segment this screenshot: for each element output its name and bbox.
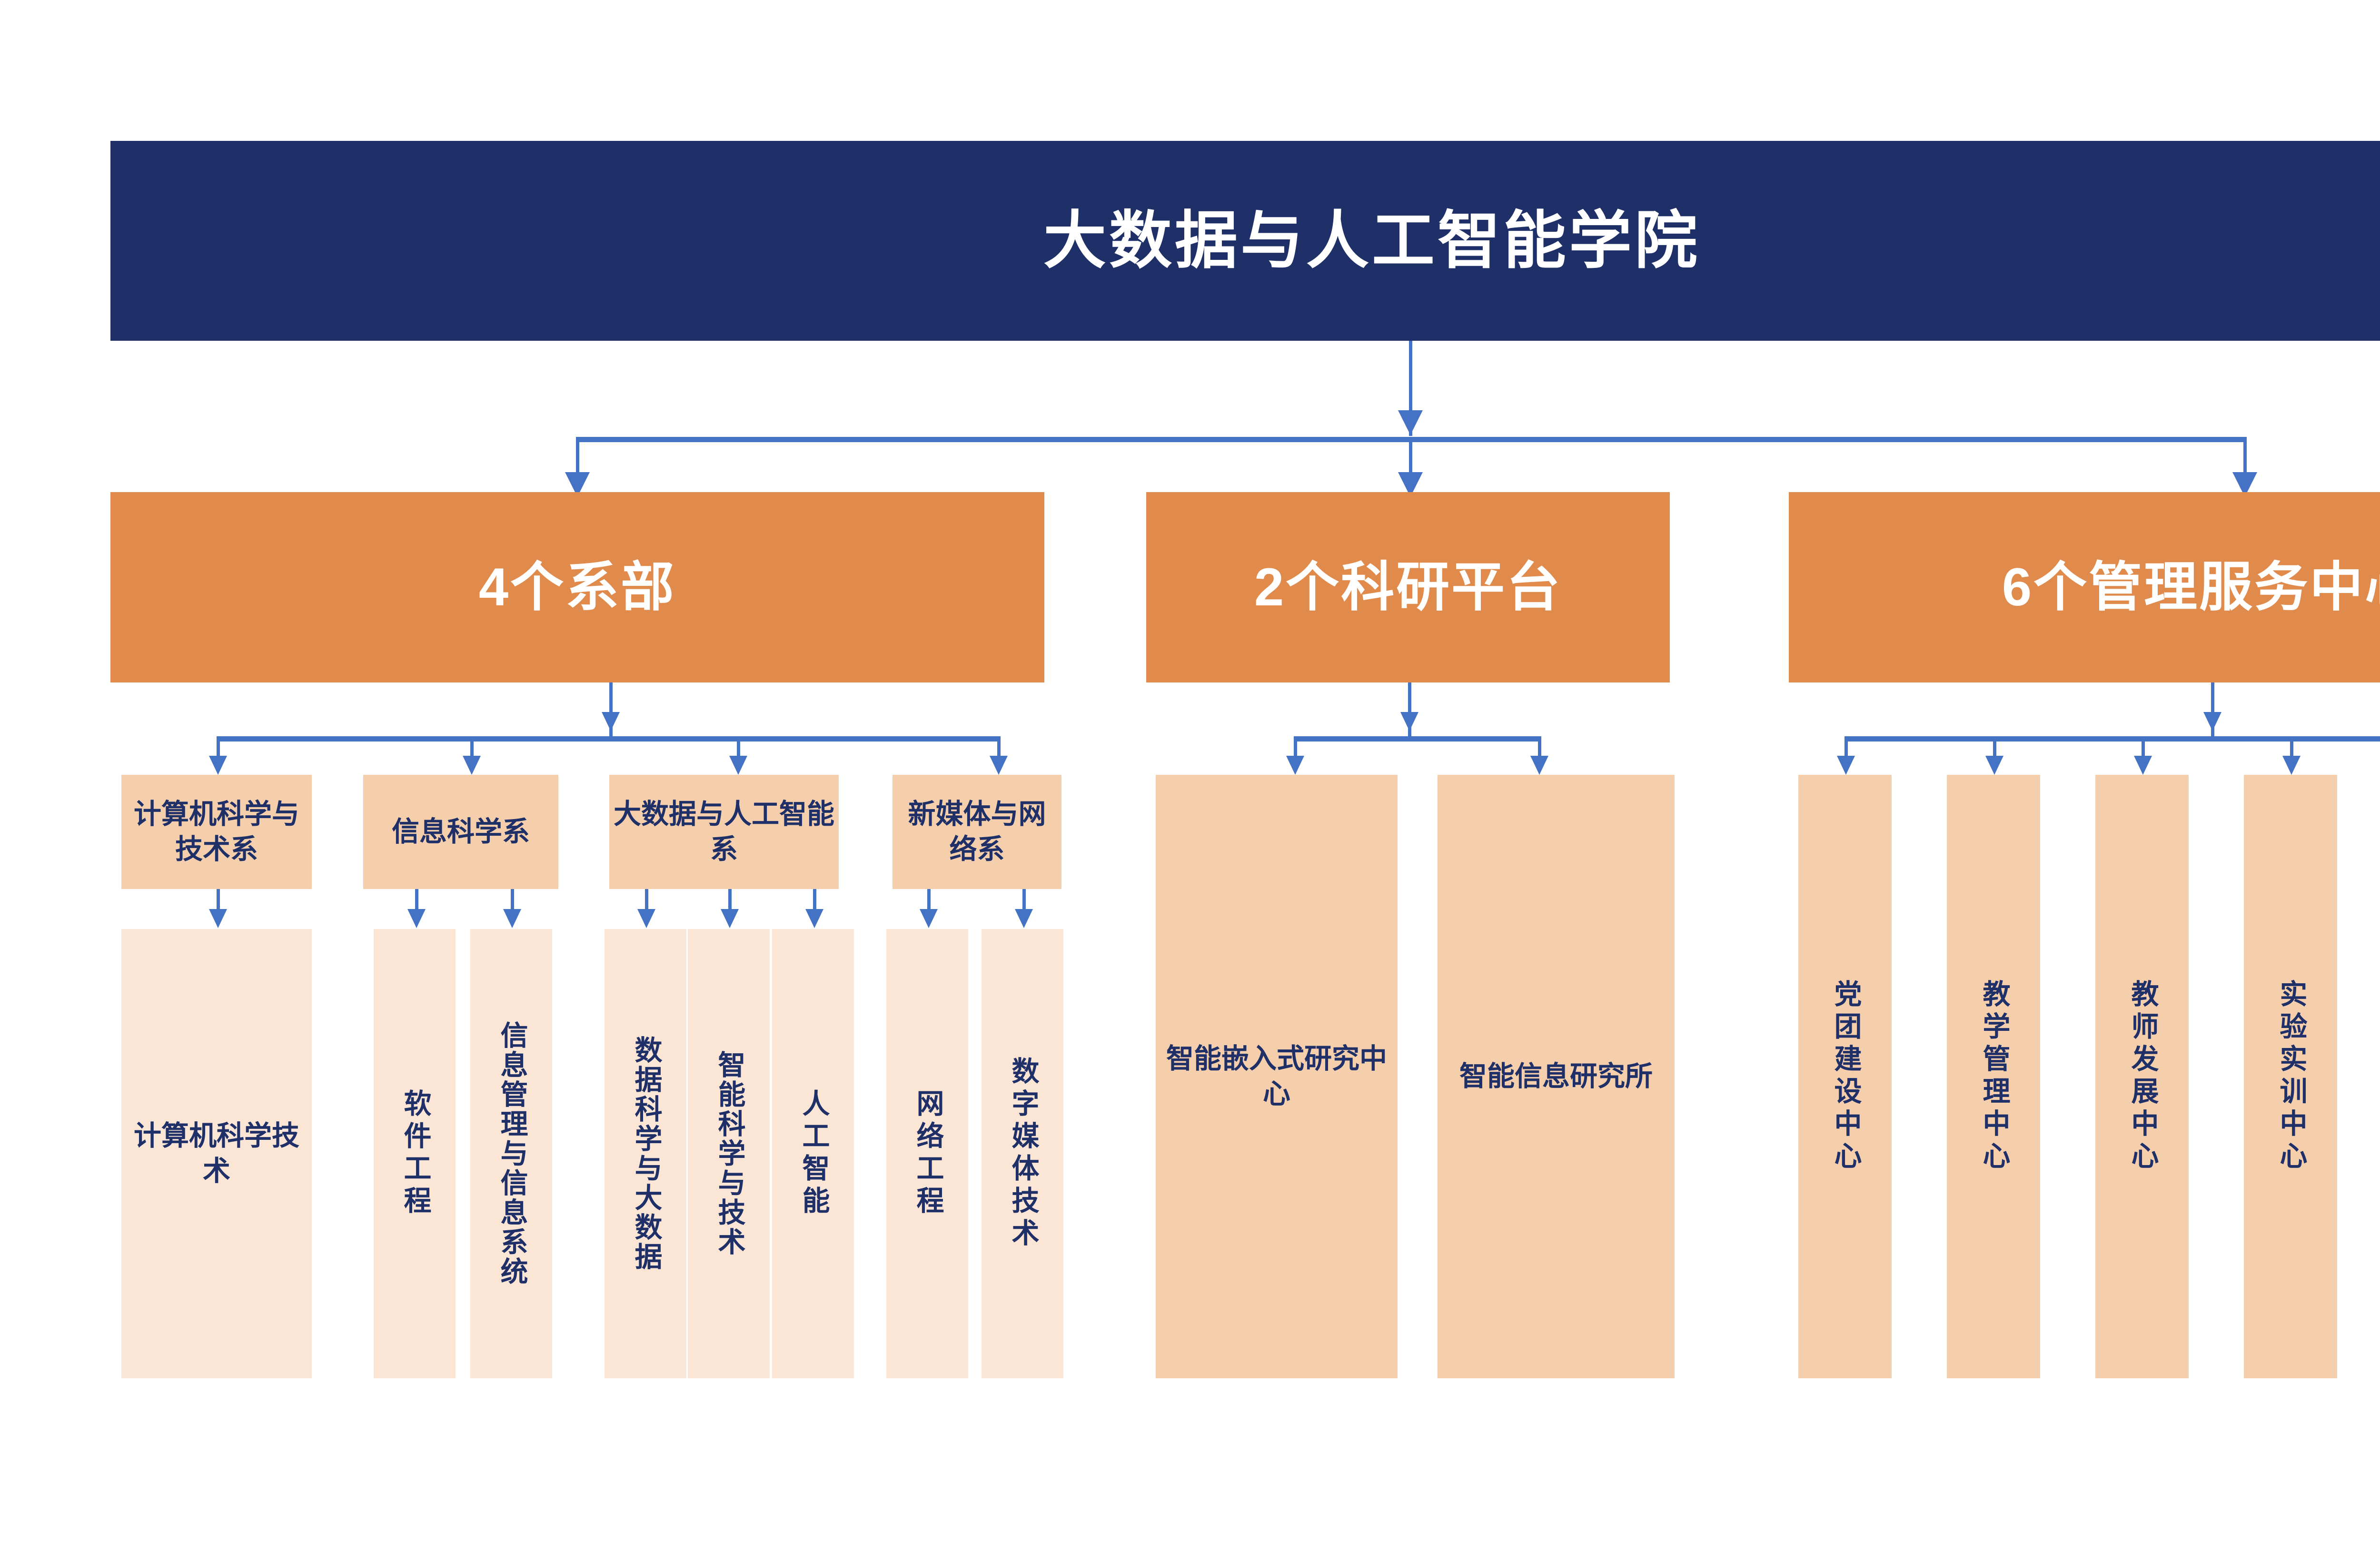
arrow-root-to-bus xyxy=(1398,410,1423,435)
arrow-stem-centers xyxy=(2203,712,2221,731)
arrow-to-center-0 xyxy=(1837,756,1855,775)
program-label: 人工智能 xyxy=(798,1089,829,1218)
connector-bus-departments xyxy=(217,736,997,741)
service-center-node-3[interactable]: 实验实训中心 xyxy=(2244,775,2337,1378)
program-label: 网络工程 xyxy=(912,1089,943,1218)
connector-drop-dept-3 xyxy=(997,736,1001,765)
connector-drop-group-0 xyxy=(576,437,579,498)
program-node-3-1[interactable]: 数字媒体技术 xyxy=(982,929,1063,1378)
connector-root-stem xyxy=(1409,341,1412,436)
research-platform-label: 智能嵌入式研究中心 xyxy=(1166,1043,1387,1109)
research-platform-node-0[interactable]: 智能嵌入式研究中心 xyxy=(1156,775,1398,1378)
connector-prog-1-1 xyxy=(511,889,514,918)
connector-stem-centers xyxy=(2211,682,2214,740)
connector-drop-center-2 xyxy=(2142,736,2145,765)
connector-prog-2-0 xyxy=(645,889,648,918)
arrow-to-dept-1 xyxy=(463,756,481,775)
connector-drop-center-0 xyxy=(1844,736,1848,765)
department-node-3[interactable]: 新媒体与网络系 xyxy=(892,775,1061,889)
department-label: 大数据与人工智能系 xyxy=(613,798,834,865)
program-node-0-0[interactable]: 计算机科学技术 xyxy=(121,929,312,1378)
arrow-stem-platforms xyxy=(1400,712,1418,731)
arrow-to-center-3 xyxy=(2282,756,2301,775)
connector-prog-3-0 xyxy=(927,889,931,918)
arrow-to-platform-1 xyxy=(1530,756,1548,775)
department-node-0[interactable]: 计算机科学与技术系 xyxy=(121,775,312,889)
research-platform-node-1[interactable]: 智能信息研究所 xyxy=(1438,775,1675,1378)
connector-stem-platforms xyxy=(1408,682,1411,740)
program-node-2-2[interactable]: 人工智能 xyxy=(772,929,854,1378)
arrow-prog-1-0 xyxy=(407,909,426,928)
connector-drop-platform-0 xyxy=(1294,736,1297,765)
arrow-prog-1-1 xyxy=(503,909,521,928)
program-label: 数字媒体技术 xyxy=(1007,1057,1039,1251)
program-node-3-0[interactable]: 网络工程 xyxy=(886,929,968,1378)
program-label: 计算机科学技术 xyxy=(133,1120,299,1186)
connector-stem-departments xyxy=(609,682,613,740)
group-header-label: 4个系部 xyxy=(478,557,676,617)
arrow-prog-2-2 xyxy=(805,909,823,928)
connector-drop-group-2 xyxy=(2243,437,2247,498)
program-label: 智能科学与技术 xyxy=(714,1050,745,1257)
arrow-to-dept-2 xyxy=(729,756,747,775)
department-node-1[interactable]: 信息科学系 xyxy=(363,775,558,889)
research-platform-label: 智能信息研究所 xyxy=(1459,1060,1653,1092)
group-header-label: 6个管理服务中心 xyxy=(2002,557,2380,617)
arrow-prog-3-1 xyxy=(1015,909,1033,928)
department-node-2[interactable]: 大数据与人工智能系 xyxy=(609,775,839,889)
group-header-research-platforms[interactable]: 2个科研平台 xyxy=(1146,492,1670,682)
group-header-service-centers[interactable]: 6个管理服务中心 xyxy=(1789,492,2380,682)
connector-drop-center-1 xyxy=(1993,736,1996,765)
connector-drop-center-3 xyxy=(2290,736,2293,765)
arrow-to-center-2 xyxy=(2134,756,2152,775)
department-label: 新媒体与网络系 xyxy=(908,798,1046,865)
connector-drop-group-1 xyxy=(1409,437,1412,498)
program-node-1-1[interactable]: 信息管理与信息系统 xyxy=(470,929,552,1378)
connector-prog-3-1 xyxy=(1022,889,1026,918)
arrow-prog-3-0 xyxy=(920,909,938,928)
arrow-to-platform-0 xyxy=(1286,756,1304,775)
arrow-to-center-1 xyxy=(1985,756,2003,775)
service-center-node-1[interactable]: 教学管理中心 xyxy=(1947,775,2040,1378)
connector-prog-1-0 xyxy=(415,889,418,918)
connector-bus-platforms xyxy=(1294,736,1541,741)
college-root-node[interactable]: 大数据与人工智能学院 xyxy=(110,141,2380,341)
group-header-departments[interactable]: 4个系部 xyxy=(110,492,1044,682)
connector-prog-0-0 xyxy=(217,889,220,918)
arrow-prog-2-0 xyxy=(637,909,655,928)
program-label: 数据科学与大数据 xyxy=(630,1036,662,1272)
arrow-prog-0-0 xyxy=(209,909,227,928)
arrow-stem-departments xyxy=(602,712,620,731)
program-label: 软件工程 xyxy=(399,1089,431,1218)
arrow-prog-2-1 xyxy=(721,909,739,928)
arrow-to-dept-3 xyxy=(990,756,1008,775)
department-label: 信息科学系 xyxy=(391,816,530,847)
college-title: 大数据与人工智能学院 xyxy=(1043,206,1700,276)
service-center-label: 实验实训中心 xyxy=(2275,979,2307,1174)
connector-drop-dept-2 xyxy=(737,736,740,765)
department-label: 计算机科学与技术系 xyxy=(133,798,299,865)
connector-drop-dept-0 xyxy=(217,736,220,765)
service-center-label: 党团建设中心 xyxy=(1830,979,1861,1174)
program-node-2-0[interactable]: 数据科学与大数据 xyxy=(605,929,686,1378)
program-node-2-1[interactable]: 智能科学与技术 xyxy=(688,929,770,1378)
group-header-label: 2个科研平台 xyxy=(1254,557,1562,617)
service-center-label: 教学管理中心 xyxy=(1978,979,2010,1174)
connector-drop-platform-1 xyxy=(1538,736,1541,765)
connector-bus-centers xyxy=(1844,736,2380,741)
arrow-to-dept-0 xyxy=(209,756,227,775)
service-center-node-0[interactable]: 党团建设中心 xyxy=(1798,775,1892,1378)
program-node-1-0[interactable]: 软件工程 xyxy=(374,929,456,1378)
program-label: 信息管理与信息系统 xyxy=(496,1021,527,1286)
service-center-node-2[interactable]: 教师发展中心 xyxy=(2095,775,2189,1378)
connector-drop-dept-1 xyxy=(470,736,474,765)
connector-prog-2-1 xyxy=(728,889,732,918)
connector-prog-2-2 xyxy=(813,889,816,918)
service-center-label: 教师发展中心 xyxy=(2127,979,2158,1174)
